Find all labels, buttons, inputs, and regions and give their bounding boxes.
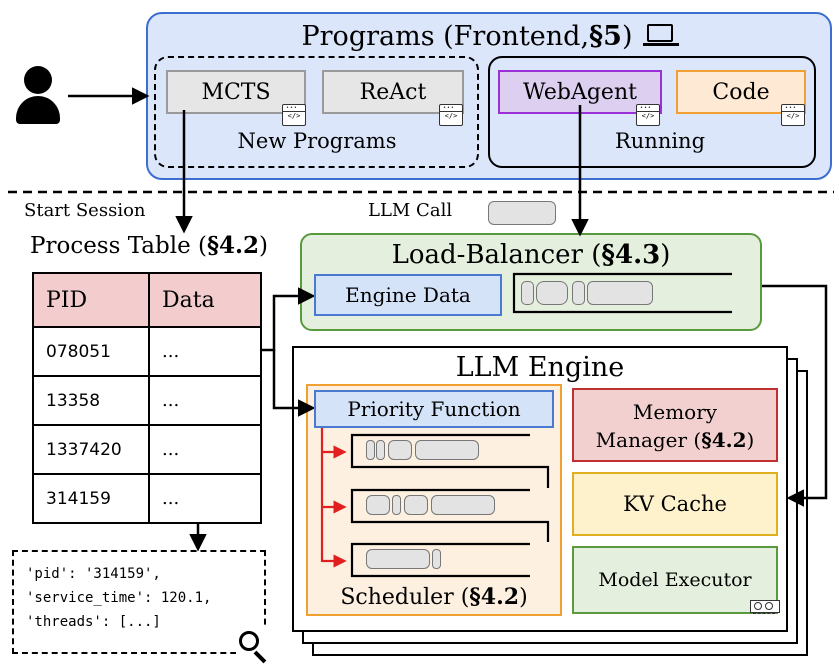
request-token	[392, 495, 401, 515]
table-row-pid: 13358	[34, 377, 150, 426]
model-executor-box: Model Executor	[572, 546, 778, 614]
table-row-pid: 078051	[34, 328, 150, 377]
code-window-icon: •••</>	[781, 104, 805, 126]
frontend-title: Programs (Frontend, §5)	[220, 16, 760, 56]
magnifier-icon	[236, 628, 272, 664]
code-window-icon: •••</>	[439, 104, 463, 126]
request-token	[376, 440, 385, 460]
process-table: PID Data 078051 ... 13358 ... 1337420 ..…	[32, 272, 262, 524]
llm-call-token-icon	[488, 201, 556, 225]
request-token	[431, 495, 495, 515]
engine-data-label: Engine Data	[345, 283, 471, 307]
request-token	[572, 281, 585, 305]
record-line-service-time: 'service_time': 120.1,	[26, 590, 212, 606]
memory-manager-line2: Manager (§4.2)	[595, 428, 755, 452]
request-token	[521, 281, 534, 305]
request-token	[432, 549, 441, 569]
load-balancer-title: Load-Balancer (§4.3)	[391, 240, 671, 270]
memory-manager-line1: Memory	[632, 400, 718, 424]
request-token	[587, 281, 653, 305]
code-label: Code	[712, 79, 770, 105]
code-window-icon: •••</>	[636, 104, 660, 126]
scheduler-title: Scheduler (§4.2)	[340, 584, 528, 610]
priority-function-box: Priority Function	[314, 390, 554, 428]
memory-manager-box: Memory Manager (§4.2)	[572, 388, 778, 462]
record-popup: 'pid': '314159', 'service_time': 120.1, …	[12, 550, 266, 654]
running-group	[488, 56, 816, 168]
table-row-data: ...	[150, 426, 262, 475]
running-label: Running	[614, 129, 706, 153]
table-header-pid: PID	[34, 274, 150, 328]
mcts-label: MCTS	[201, 79, 271, 105]
priority-function-label: Priority Function	[347, 397, 521, 421]
table-row-pid: 1337420	[34, 426, 150, 475]
start-session-label: Start Session	[24, 200, 146, 221]
table-row-data: ...	[150, 377, 262, 426]
request-token	[415, 440, 479, 460]
webagent-label: WebAgent	[523, 79, 637, 105]
table-row-data: ...	[150, 328, 262, 377]
laptop-icon	[642, 24, 679, 48]
table-row-pid: 314159	[34, 475, 150, 524]
llm-call-label: LLM Call	[368, 200, 453, 221]
request-token	[536, 281, 568, 305]
llm-engine-title: LLM Engine	[455, 351, 625, 383]
table-header-data: Data	[150, 274, 262, 328]
react-label: ReAct	[359, 79, 427, 105]
engine-data-box: Engine Data	[314, 274, 502, 316]
record-line-threads: 'threads': [...]	[26, 614, 161, 630]
gpu-card-icon	[750, 598, 780, 616]
model-executor-label: Model Executor	[598, 569, 752, 591]
request-token	[366, 495, 390, 515]
request-token	[404, 495, 428, 515]
request-token	[366, 440, 375, 460]
code-window-icon: •••</>	[282, 104, 306, 126]
new-programs-label: New Programs	[237, 129, 397, 153]
user-icon	[16, 66, 60, 124]
kv-cache-box: KV Cache	[572, 472, 778, 536]
request-token	[366, 549, 430, 569]
process-table-title: Process Table (§4.2)	[30, 232, 269, 259]
table-row-data: ...	[150, 475, 262, 524]
kv-cache-label: KV Cache	[623, 492, 727, 516]
record-line-pid: 'pid': '314159',	[26, 566, 161, 582]
request-token	[388, 440, 412, 460]
new-programs-group	[154, 56, 479, 168]
